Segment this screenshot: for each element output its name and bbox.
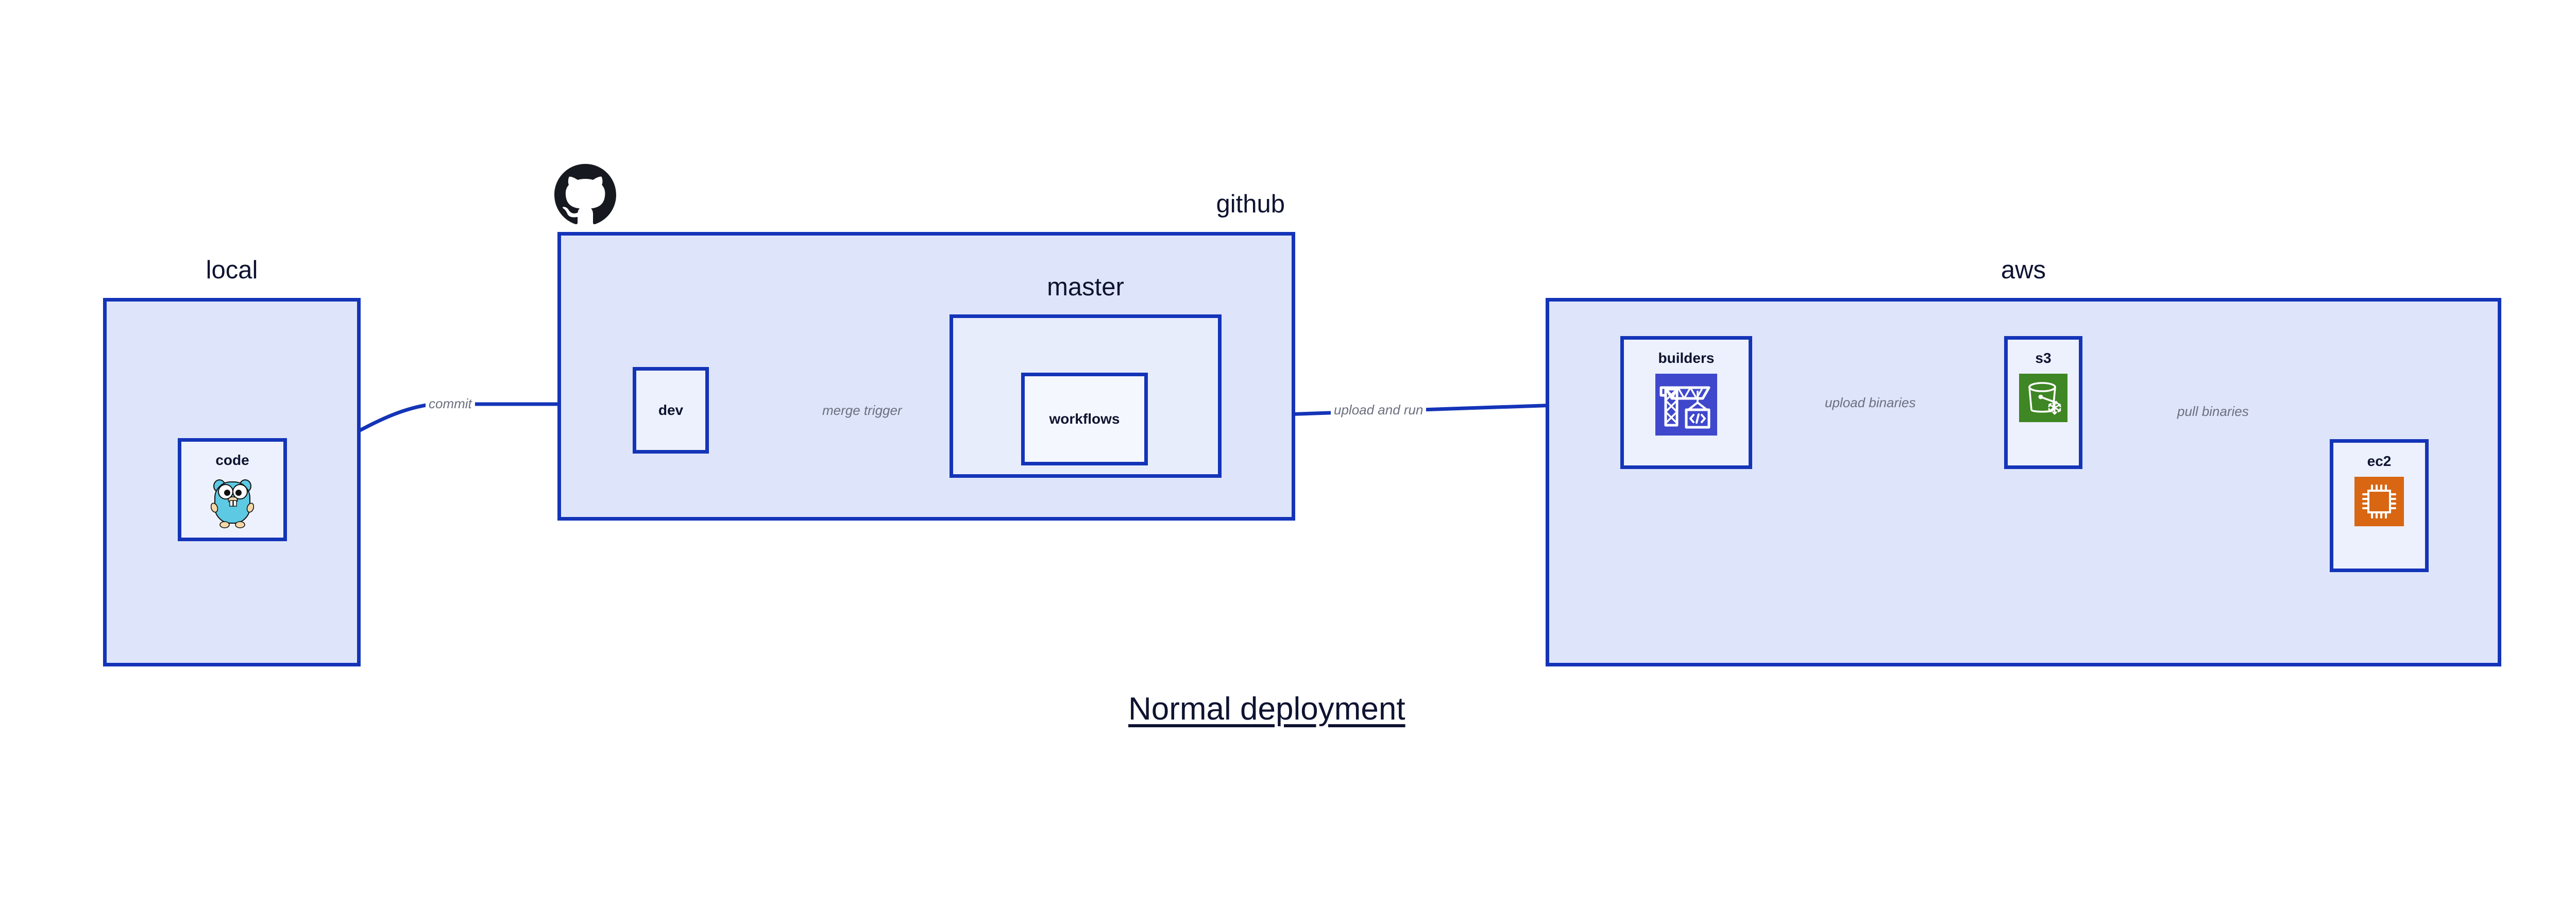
edge-label-pull-binaries: pull binaries (2174, 405, 2252, 418)
group-master-label: master (1047, 273, 1124, 301)
group-aws-label: aws (2001, 256, 2046, 284)
node-s3-label: s3 (2035, 350, 2052, 366)
github-octocat-icon (554, 164, 616, 228)
edge-label-upload-and-run: upload and run (1331, 403, 1427, 416)
node-code[interactable]: code (178, 438, 287, 541)
node-ec2[interactable]: ec2 (2330, 439, 2429, 572)
node-code-label: code (215, 452, 249, 468)
figure-title: Normal deployment (1128, 691, 1405, 727)
node-workflows-label: workflows (1049, 411, 1120, 427)
aws-s3-icon (2019, 374, 2067, 425)
aws-ec2-icon (2354, 477, 2404, 529)
group-local-label: local (206, 256, 258, 284)
node-workflows[interactable]: workflows (1021, 373, 1148, 465)
edge-label-commit: commit (426, 397, 475, 410)
node-dev[interactable]: dev (633, 367, 709, 454)
node-ec2-label: ec2 (2367, 453, 2392, 469)
edge-label-upload-binaries: upload binaries (1822, 396, 1919, 409)
edge-label-merge-trigger: merge trigger (819, 404, 905, 417)
node-builders-label: builders (1658, 350, 1715, 366)
node-s3[interactable]: s3 (2004, 336, 2082, 469)
node-builders[interactable]: builders (1620, 336, 1752, 469)
group-local[interactable] (103, 298, 361, 666)
aws-codebuild-icon (1655, 374, 1717, 438)
node-dev-label: dev (658, 402, 684, 418)
group-github-label: github (1216, 190, 1285, 218)
go-gopher-icon (210, 475, 255, 531)
